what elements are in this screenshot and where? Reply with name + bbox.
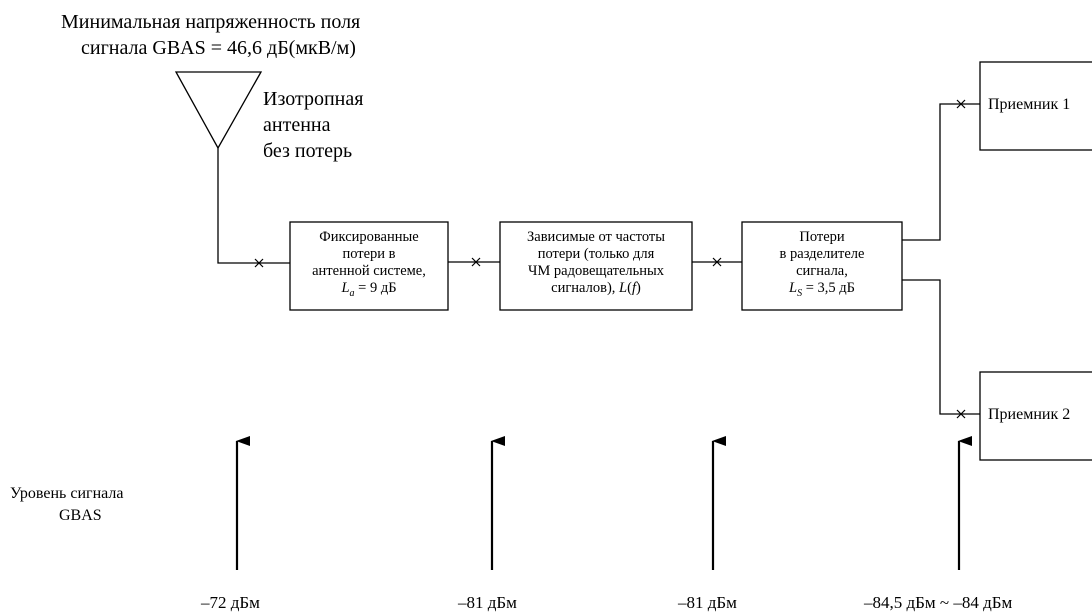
freq-losses-text: Зависимые от частоты потери (только для … <box>527 229 665 296</box>
connector-mark <box>471 257 481 267</box>
antenna-symbol <box>174 71 263 150</box>
signal-level-label-line2: GBAS <box>59 507 102 524</box>
receiver2-box <box>979 371 1092 461</box>
field-strength-line1: Минимальная напряженность поля <box>61 11 361 33</box>
connector-mark <box>712 257 722 267</box>
level-value-2: –81 дБм <box>458 593 517 612</box>
freq-losses-box <box>499 221 693 311</box>
antenna-label-line3: без потерь <box>263 140 353 162</box>
level-value-1: –72 дБм <box>201 593 260 612</box>
receiver2-label: Приемник 2 <box>988 406 1071 423</box>
splitter-box <box>741 221 903 311</box>
splitter-losses-text: Потери в разделителе сигнала, LS = 3,5 д… <box>779 229 865 299</box>
antenna-label-line2: антенна <box>263 114 331 136</box>
field-strength-line2: сигнала GBAS = 46,6 дБ(мкВ/м) <box>81 37 356 59</box>
fixed-losses-text: Фиксированные потери в антенной системе,… <box>312 229 426 299</box>
connector-mark <box>956 409 966 419</box>
antenna-label-line1: Изотропная <box>263 88 364 110</box>
branch-line-upper <box>902 103 980 241</box>
branch-line-lower <box>902 279 980 415</box>
connector-mark <box>254 258 264 268</box>
antenna-feed-line <box>217 148 290 264</box>
connector-mark <box>956 99 966 109</box>
fixed-losses-box <box>289 221 449 311</box>
receiver1-box <box>979 61 1092 151</box>
signal-level-label-line1: Уровень сигнала <box>10 485 124 502</box>
receiver1-label: Приемник 1 <box>988 96 1071 113</box>
level-value-4: –84,5 дБм ~ –84 дБм <box>864 593 1013 612</box>
level-value-3: –81 дБм <box>678 593 737 612</box>
